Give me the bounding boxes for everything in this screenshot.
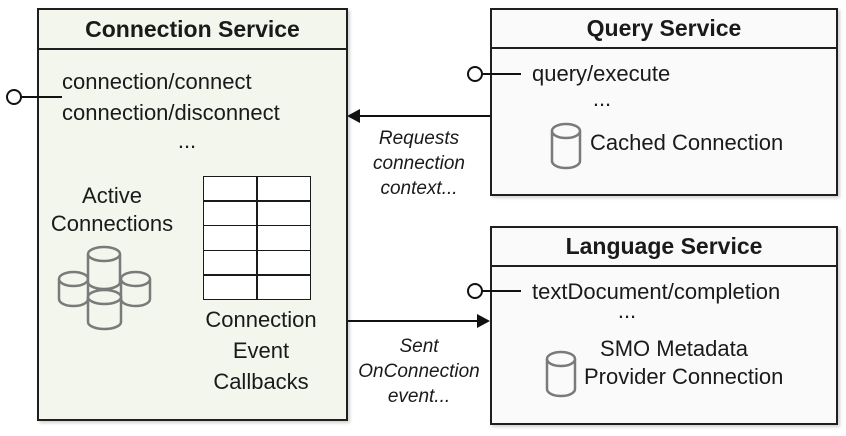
smo-metadata-database-icon — [545, 350, 577, 398]
connection-interface-lollipop-icon — [6, 89, 22, 105]
callbacks-line: Callbacks — [213, 369, 309, 394]
active-connections-label: Active Connections — [39, 182, 185, 238]
sent-onconnection-event-label: Sent OnConnection event... — [344, 334, 494, 409]
language-interface-stem — [482, 290, 521, 292]
query-methods-ellipsis: ... — [592, 86, 612, 111]
cached-connection-label: Cached Connection — [590, 130, 784, 155]
query-interface-stem — [482, 73, 521, 75]
method-connection-connect: connection/connect — [62, 69, 252, 94]
sent-label-line: OnConnection — [358, 361, 480, 382]
active-connections-line: Connections — [50, 211, 174, 236]
table-cell — [257, 251, 310, 275]
sent-label-line: event... — [387, 386, 451, 407]
active-connections-databases-icon — [57, 245, 152, 331]
requests-arrow-shaft — [352, 115, 490, 117]
method-connection-disconnect: connection/disconnect — [62, 100, 280, 125]
connection-service-methods: connection/connect connection/disconnect — [62, 66, 280, 128]
connection-service-title: Connection Service — [39, 10, 346, 50]
callbacks-table-icon — [203, 176, 311, 300]
requests-connection-context-label: Requests connection context... — [344, 126, 494, 201]
smo-metadata-provider-label: SMO Metadata Provider Connection — [584, 335, 784, 391]
connection-service-box: Connection Service connection/connect co… — [37, 8, 348, 421]
callbacks-line: Connection — [205, 307, 317, 332]
callbacks-line: Event — [232, 338, 290, 363]
connection-methods-ellipsis: ... — [177, 128, 197, 153]
table-cell — [204, 275, 257, 299]
connection-event-callbacks-label: Connection Event Callbacks — [171, 304, 351, 397]
query-service-title: Query Service — [492, 10, 836, 49]
table-cell — [204, 226, 257, 250]
method-textdocument-completion: textDocument/completion — [532, 279, 781, 304]
sent-arrow-shaft — [348, 320, 480, 322]
language-interface-lollipop-icon — [467, 283, 483, 299]
sent-label-line: Sent — [399, 336, 439, 357]
method-query-execute: query/execute — [532, 61, 671, 86]
connection-interface-stem — [21, 96, 62, 98]
table-cell — [257, 201, 310, 225]
table-cell — [204, 251, 257, 275]
smo-label-line: Provider Connection — [584, 364, 784, 389]
language-methods-ellipsis: ... — [617, 298, 637, 323]
arrow-right-icon — [477, 314, 490, 328]
table-cell — [257, 275, 310, 299]
requests-label-line: Requests — [378, 128, 460, 149]
language-service-box: Language Service textDocument/completion… — [490, 226, 838, 425]
table-cell — [204, 201, 257, 225]
requests-label-line: connection — [373, 153, 465, 174]
table-cell — [257, 177, 310, 201]
arrow-left-icon — [347, 109, 360, 123]
cached-connection-database-icon — [550, 122, 582, 170]
query-service-box: Query Service query/execute ... Cached C… — [490, 8, 838, 196]
table-cell — [204, 177, 257, 201]
requests-label-line: context... — [380, 178, 458, 199]
smo-label-line: SMO Metadata — [600, 336, 748, 361]
table-cell — [257, 226, 310, 250]
query-interface-lollipop-icon — [467, 66, 483, 82]
language-service-title: Language Service — [492, 228, 836, 267]
active-connections-line: Active — [82, 183, 142, 208]
